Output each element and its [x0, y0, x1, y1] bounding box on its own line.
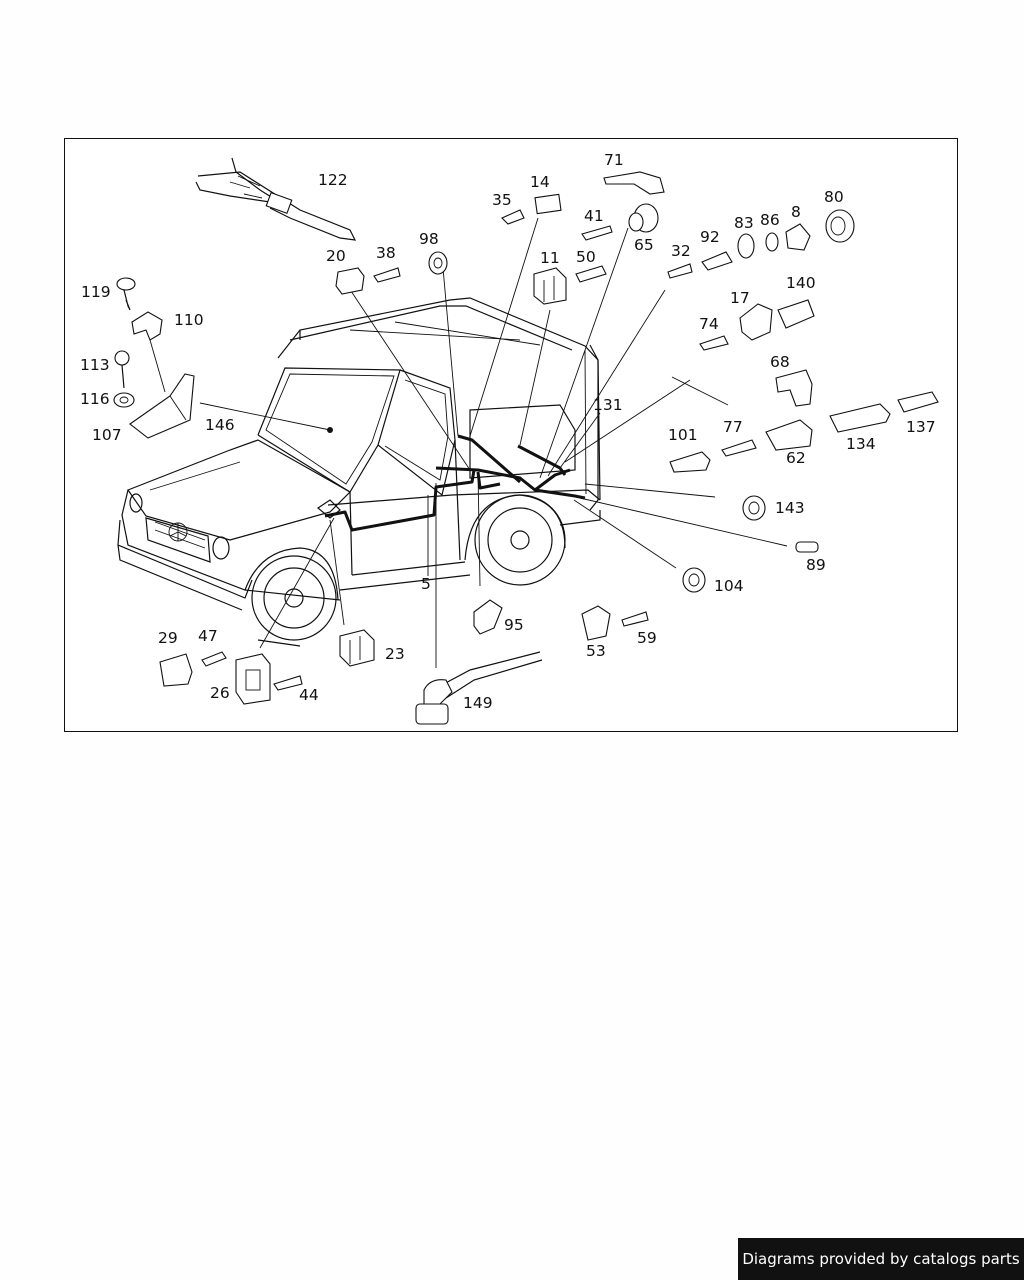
- part-label-8: 8: [791, 203, 801, 221]
- part-label-23: 23: [385, 645, 405, 663]
- part-label-89: 89: [806, 556, 826, 574]
- part-label-137: 137: [906, 418, 936, 436]
- part-label-68: 68: [770, 353, 790, 371]
- grommet-part: [428, 251, 448, 275]
- terminal-part: [273, 675, 303, 691]
- socket-part: [777, 299, 815, 329]
- plug-part: [628, 203, 659, 233]
- ring-part: [765, 232, 779, 252]
- terminal-part: [581, 225, 613, 241]
- connector-part: [159, 653, 193, 687]
- part-label-80: 80: [824, 188, 844, 206]
- part-label-113: 113: [80, 356, 110, 374]
- tube-part: [795, 541, 819, 553]
- terminal-part: [575, 265, 607, 283]
- part-label-41: 41: [584, 207, 604, 225]
- part-label-83: 83: [734, 214, 754, 232]
- part-label-65: 65: [634, 236, 654, 254]
- connector-part: [739, 303, 773, 341]
- bushing-part: [701, 251, 733, 271]
- part-label-26: 26: [210, 684, 230, 702]
- part-label-98: 98: [419, 230, 439, 248]
- clip-part: [131, 311, 166, 393]
- leader-lines: [199, 217, 788, 668]
- part-label-77: 77: [723, 418, 743, 436]
- part-label-14: 14: [530, 173, 550, 191]
- part-label-122: 122: [318, 171, 348, 189]
- part-label-74: 74: [699, 315, 719, 333]
- nut-part: [737, 233, 755, 259]
- connector-part: [533, 267, 567, 305]
- part-label-50: 50: [576, 248, 596, 266]
- socket-part: [415, 651, 543, 725]
- bracket-part: [129, 373, 195, 439]
- grommet-part: [742, 495, 766, 521]
- connector-part: [534, 193, 562, 215]
- part-label-146: 146: [205, 416, 235, 434]
- washer-part: [113, 392, 135, 408]
- terminal-part: [501, 209, 525, 225]
- socket-part: [765, 419, 813, 451]
- terminal-part: [721, 439, 757, 457]
- part-label-17: 17: [730, 289, 750, 307]
- part-label-116: 116: [80, 390, 110, 408]
- cable-harness-part: [195, 157, 357, 241]
- part-label-86: 86: [760, 211, 780, 229]
- screw-part: [116, 277, 136, 311]
- cover-part: [775, 369, 813, 407]
- part-label-107: 107: [92, 426, 122, 444]
- part-label-29: 29: [158, 629, 178, 647]
- socket-part: [669, 451, 711, 473]
- part-label-104: 104: [714, 577, 744, 595]
- part-label-101: 101: [668, 426, 698, 444]
- grommet-part: [682, 567, 706, 593]
- part-label-110: 110: [174, 311, 204, 329]
- part-label-92: 92: [700, 228, 720, 246]
- part-label-119: 119: [81, 283, 111, 301]
- connector-part: [581, 605, 611, 641]
- bulb-part: [785, 223, 811, 251]
- part-labels: 122 14 71 35 41 65 80 83 86 8 92 32 98 2…: [80, 151, 936, 712]
- terminal-part: [621, 611, 649, 627]
- part-label-5: 5: [421, 575, 431, 593]
- terminal-part: [667, 263, 693, 279]
- callout-dot: [327, 427, 333, 433]
- part-label-11: 11: [540, 249, 560, 267]
- part-label-38: 38: [376, 244, 396, 262]
- plug-part: [829, 403, 891, 433]
- part-label-32: 32: [671, 242, 691, 260]
- part-label-71: 71: [604, 151, 624, 169]
- part-label-53: 53: [586, 642, 606, 660]
- part-label-59: 59: [637, 629, 657, 647]
- clip-part: [603, 171, 665, 195]
- terminal-part: [699, 335, 729, 351]
- terminal-part: [201, 651, 227, 667]
- part-label-62: 62: [786, 449, 806, 467]
- part-label-20: 20: [326, 247, 346, 265]
- screw-part: [114, 350, 130, 389]
- wiring-harness: [324, 434, 586, 532]
- connector-part: [235, 653, 271, 705]
- part-label-134: 134: [846, 435, 876, 453]
- clip-part: [473, 599, 503, 635]
- parts: [113, 157, 939, 725]
- terminal-part: [373, 267, 401, 283]
- part-label-44: 44: [299, 686, 319, 704]
- credit-badge: Diagrams provided by catalogs parts: [738, 1238, 1024, 1280]
- connector-part: [335, 267, 365, 295]
- part-label-131: 131: [593, 396, 623, 414]
- part-label-95: 95: [504, 616, 524, 634]
- part-label-140: 140: [786, 274, 816, 292]
- socket-part: [825, 209, 855, 243]
- connector-part: [339, 629, 375, 667]
- plug-part: [897, 391, 939, 413]
- part-label-35: 35: [492, 191, 512, 209]
- part-label-149: 149: [463, 694, 493, 712]
- part-label-47: 47: [198, 627, 218, 645]
- vehicle-illustration: [117, 297, 601, 647]
- part-label-143: 143: [775, 499, 805, 517]
